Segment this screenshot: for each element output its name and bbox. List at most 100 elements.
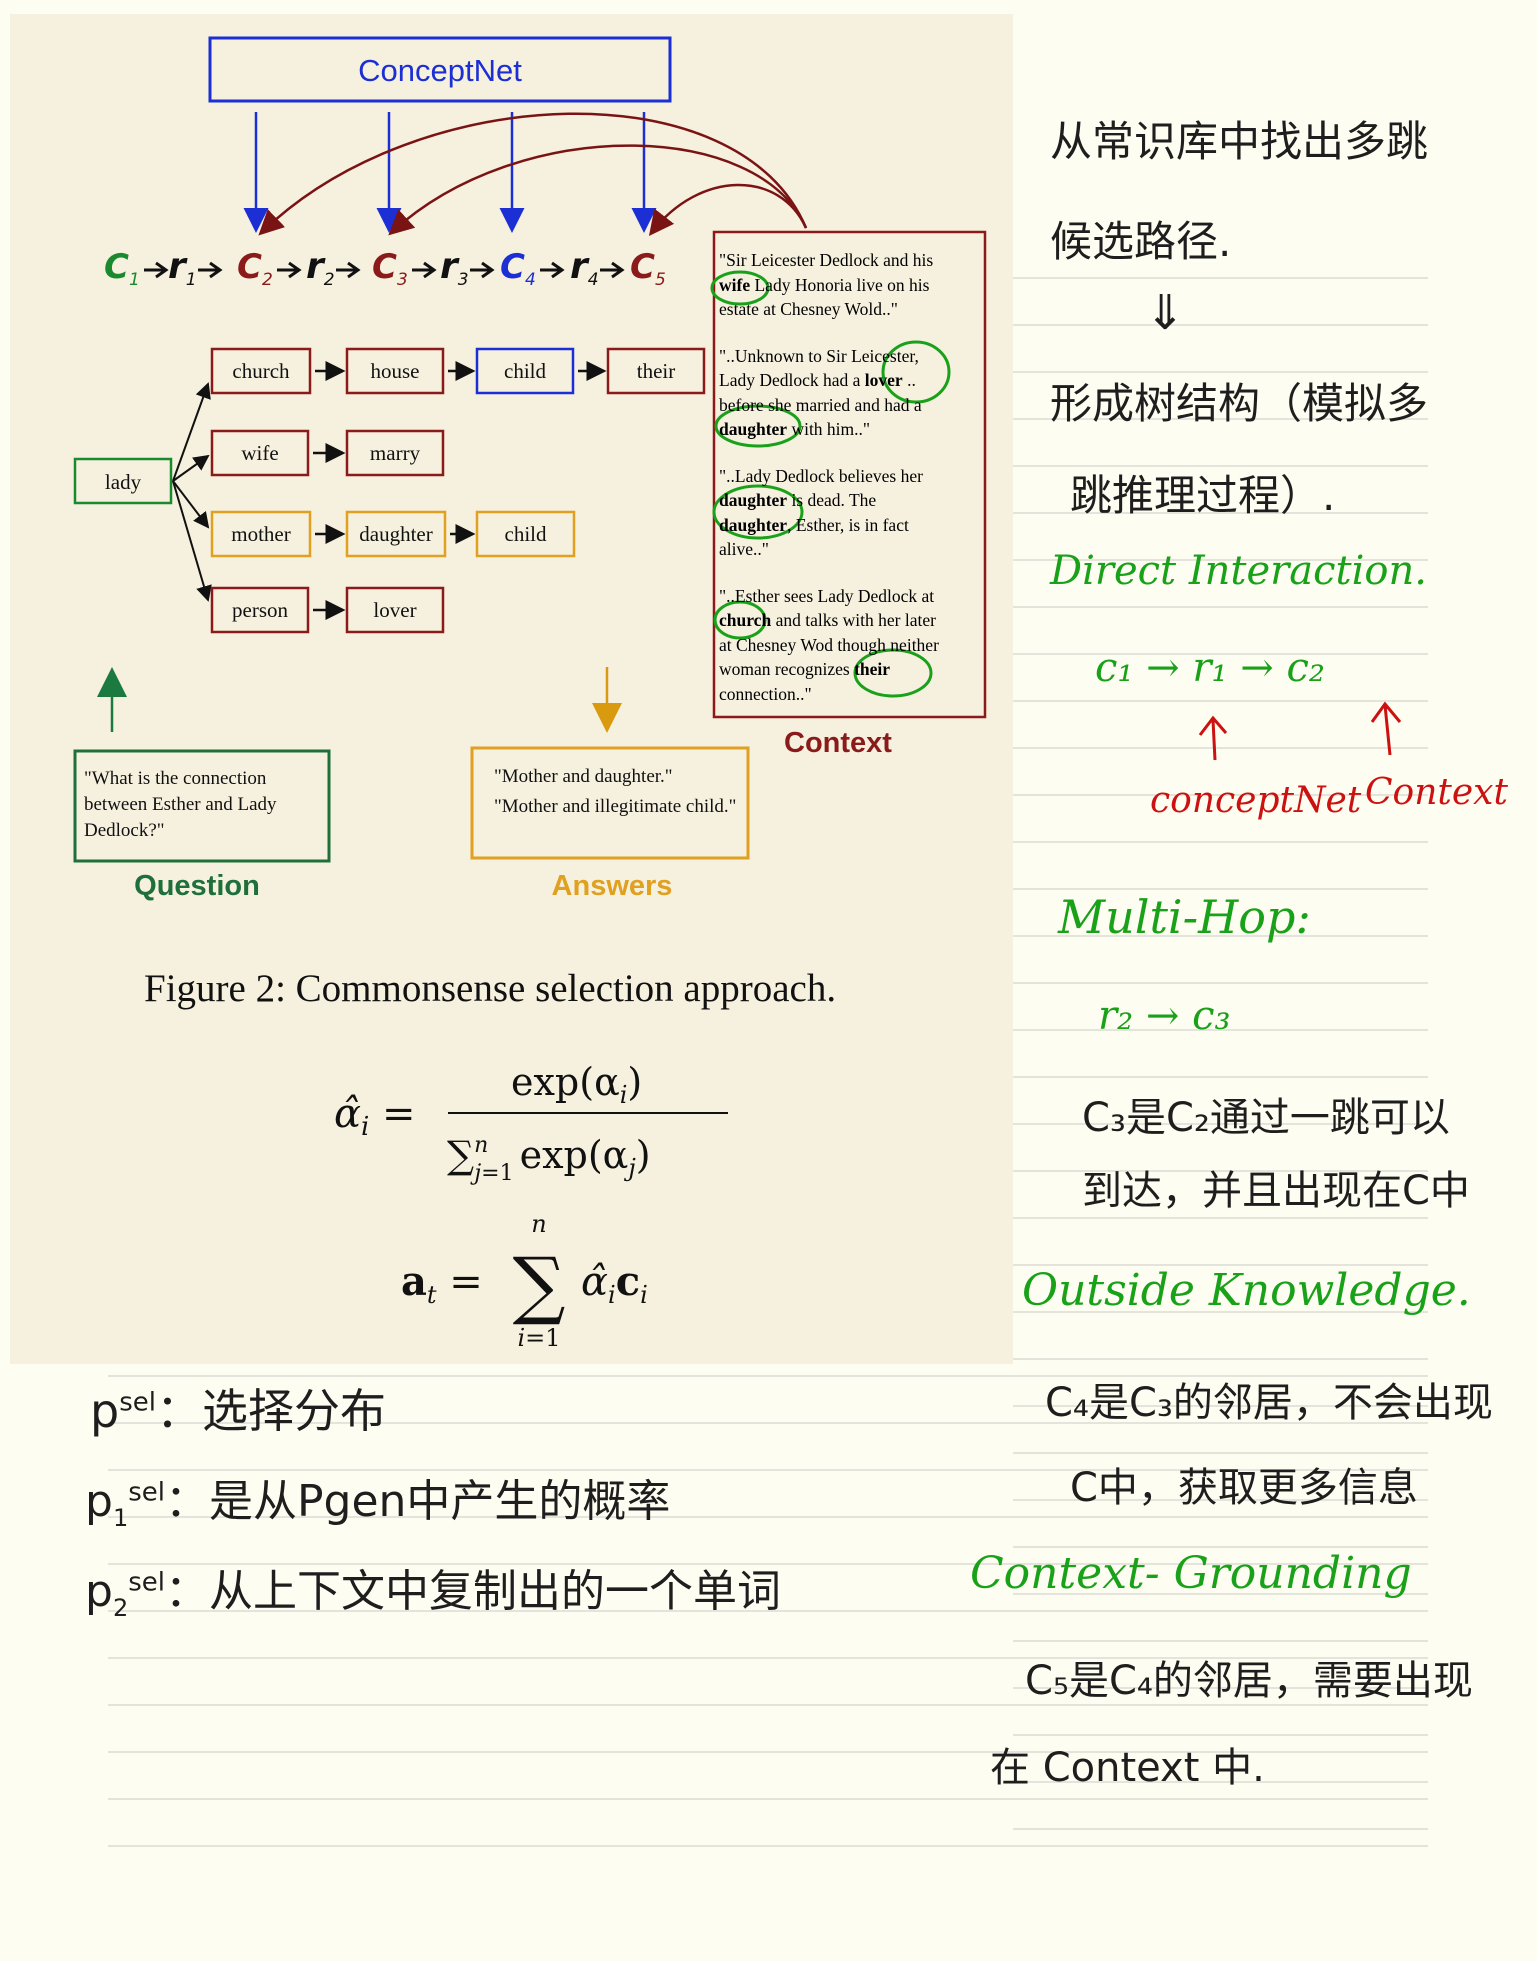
answers-text: "Mother and daughter." "Mother and illeg… [494,764,744,820]
tree-node-marry: marry [345,429,445,477]
note-outside-title: Outside Knowledge. [1022,1265,1471,1316]
chain-arrow [277,261,302,279]
context-line: "Sir Leicester Dedlock and his [719,250,934,270]
concept-tree: church house child their wife marry mother daug… [210,347,706,634]
note-multihop-formula: r₂ → c₃ [1098,993,1231,1039]
note-down-arrow: ⇓ [1145,285,1186,341]
svg-text:mother: mother [231,522,290,546]
context-line: wife Lady Honoria live on his [719,274,930,295]
note-multihop-title: Multi-Hop: [1058,890,1311,944]
note-tree-l1: 形成树结构（模拟多 [1050,379,1429,428]
svg-text:α̂i =: α̂i = [334,1091,416,1142]
note-tree-l2: 跳推理过程）. [1070,471,1336,520]
answer-2: "Mother and illegitimate child." [494,796,737,817]
svg-text:lover: lover [373,598,416,622]
chain-concept-4: C4 [500,247,536,290]
conceptnet-box: ConceptNet [208,36,672,103]
svg-text:marry: marry [370,441,421,465]
question-content: "What is the connection between Esther a… [84,768,277,841]
answers-box [470,746,750,860]
ink-circles [710,270,951,698]
note-multihop-l2: 到达，并且出现在C中 [1082,1168,1470,1214]
note-outside-l2: C中，获取更多信息 [1070,1465,1418,1511]
svg-text:child: child [505,522,547,546]
context-line: Lady Dedlock had a lover .. [719,370,916,390]
note-p1-sel: p1sel：是从Pgen中产生的概率 [85,1476,671,1532]
svg-text:their: their [637,359,675,383]
context-line: alive.." [719,539,769,559]
conceptnet-label: ConceptNet [358,53,522,88]
context-box: Context [712,230,987,759]
note-multihop-l1: C₃是C₂通过一跳可以 [1082,1095,1450,1141]
chain-arrow [540,261,565,279]
chain-relation-4: r4 [570,246,599,290]
context-line: woman recognizes their [719,659,891,679]
chain-relation-3: r3 [440,246,469,290]
question-label: Question [134,870,260,902]
note-direct-context: Context [1365,772,1508,813]
tree-node-wife: wife [210,429,310,477]
tree-node-church: church [210,347,312,395]
svg-text:wife: wife [241,441,278,465]
chain-relation-1: r1 [168,246,197,290]
context-line: daughter, Esther, is in fact [719,514,909,535]
svg-text:α̂ici: α̂ici [581,1258,648,1309]
chain-concept-2: C2 [237,247,273,290]
question-text: "What is the connection between Esther a… [84,766,324,844]
answers-label: Answers [552,870,673,902]
context-arrows [258,112,808,236]
note-grounding-l2: 在 Context 中. [990,1745,1265,1791]
chain-arrow [600,261,625,279]
tree-node-person: person [210,586,310,634]
svg-text:i=1: i=1 [517,1324,560,1352]
svg-text:house: house [371,359,420,383]
chain-arrow [336,261,361,279]
context-line: "..Esther sees Lady Dedlock at [719,585,935,606]
context-line: estate at Chesney Wold.." [719,299,898,319]
note-candidate-path-l1: 从常识库中找出多跳 [1050,117,1429,166]
conceptnet-arrows [243,112,657,233]
root-node-lady: lady [73,457,173,505]
figure-caption: Figure 2: Commonsense selection approach… [144,967,837,1010]
svg-text:exp(αi): exp(αi) [511,1060,642,1109]
note-direct-formula: c₁ → r₁ → c₂ [1095,645,1325,691]
chain-arrow [470,261,495,279]
note-ink-arrows [1198,701,1402,761]
note-outside-l1: C₄是C₃的邻居，不会出现 [1045,1380,1493,1426]
context-line: church and talks with her later [719,610,936,630]
attention-sum-equation: n ∑ i=1 at = α̂ici [401,1210,648,1352]
tree-node-lover: lover [345,586,445,634]
chain-relation-2: r2 [306,246,335,290]
tree-node-their: their [606,347,706,395]
root-branches [172,382,212,602]
answer-1: "Mother and daughter." [494,766,673,787]
note-direct-conceptnet: conceptNet [1150,780,1362,821]
chain-arrow [412,261,437,279]
context-text: "Sir Leicester Dedlock and his wife Lady … [719,248,981,706]
chain-concept-3: C3 [372,247,408,290]
svg-text:at =: at = [401,1258,483,1309]
chain-arrow [198,261,223,279]
note-p2-sel: p2sel：从上下文中复制出的一个单词 [85,1566,781,1622]
note-p-sel: psel：选择分布 [90,1384,386,1438]
context-line: before she married and had a [719,394,922,415]
context-line: "..Unknown to Sir Leicester, [719,345,919,366]
note-grounding-l1: C₅是C₄的邻居，需要出现 [1025,1658,1473,1704]
tree-node-mother: mother [210,510,312,558]
svg-text:church: church [232,359,290,383]
note-candidate-path-l2: 候选路径. [1050,217,1232,266]
chain-arrow [144,261,169,279]
tree-node-house: house [345,347,445,395]
tree-node-child: child [475,347,575,395]
context-line: daughter is dead. The [719,490,877,510]
tree-node-daughter: daughter [345,510,447,558]
svg-text:lady: lady [105,470,142,494]
chain-concept-1: C1 [104,247,140,290]
svg-text:child: child [504,359,546,383]
svg-text:person: person [232,598,288,622]
